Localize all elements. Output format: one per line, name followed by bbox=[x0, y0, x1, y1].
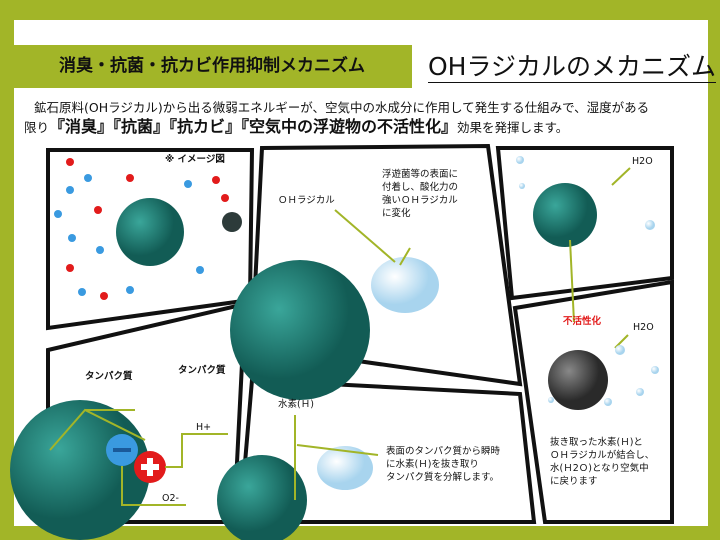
subtitle: OHラジカルのメカニズム bbox=[428, 52, 716, 83]
h-plus-label: H+ bbox=[196, 422, 212, 433]
intro-bold: 『消臭』『抗菌』『抗カビ』『空気中の浮遊物の不活性化』 bbox=[49, 117, 458, 136]
inactivated-virus bbox=[548, 350, 608, 410]
protein-label-2: タンパク質 bbox=[178, 365, 226, 376]
virus-large bbox=[116, 198, 184, 266]
p2-description: 浮遊菌等の表面に 付着し、酸化力の 強いＯＨラジカル に変化 bbox=[382, 169, 459, 219]
virus-closeup bbox=[230, 260, 370, 400]
intro-suffix: 効果を発揮します。 bbox=[457, 120, 569, 135]
p5-description: 表面のタンパク質から瞬時 に水素(Ｈ)を抜き取り タンパク質を分解します。 bbox=[386, 446, 501, 483]
protein-label-1: タンパク質 bbox=[85, 371, 133, 382]
hydrogen-label: 水素(Ｈ) bbox=[278, 399, 314, 410]
page-title: 消臭・抗菌・抗カビ作用抑制メカニズム bbox=[59, 56, 365, 76]
h2o-label-p3: H2O bbox=[632, 156, 653, 167]
oh-radical-bubble bbox=[371, 257, 439, 313]
intro-prefix: 限り bbox=[24, 120, 50, 135]
water-droplets bbox=[516, 156, 659, 406]
intro-line1: 鉱石原料(OHラジカル)から出る微弱エネルギーが、空気中の水成分に作用して発生す… bbox=[34, 100, 650, 115]
inactivation-label: 不活性化 bbox=[563, 316, 602, 327]
oh-radical-label: ＯＨラジカル bbox=[278, 195, 335, 206]
virus-small bbox=[222, 212, 242, 232]
p6-description: 抜き取った水素(Ｈ)と ＯＨラジカルが結合し、 水(Ｈ2Ｏ)となり空気中 に戻り… bbox=[550, 437, 655, 487]
image-note: ※ イメージ図 bbox=[165, 154, 225, 165]
h2o-label-p6: H2O bbox=[633, 322, 654, 333]
intro-text: 鉱石原料(OHラジカル)から出る微弱エネルギーが、空気中の水成分に作用して発生す… bbox=[24, 98, 704, 137]
o2-label: O2- bbox=[162, 493, 179, 504]
virus-p3 bbox=[533, 183, 597, 247]
ion-particles bbox=[54, 158, 229, 300]
title-bar: 消臭・抗菌・抗カビ作用抑制メカニズム bbox=[14, 45, 412, 88]
virus-p5 bbox=[217, 455, 307, 540]
bubble-p5 bbox=[317, 446, 373, 490]
virus-p4 bbox=[10, 400, 150, 540]
